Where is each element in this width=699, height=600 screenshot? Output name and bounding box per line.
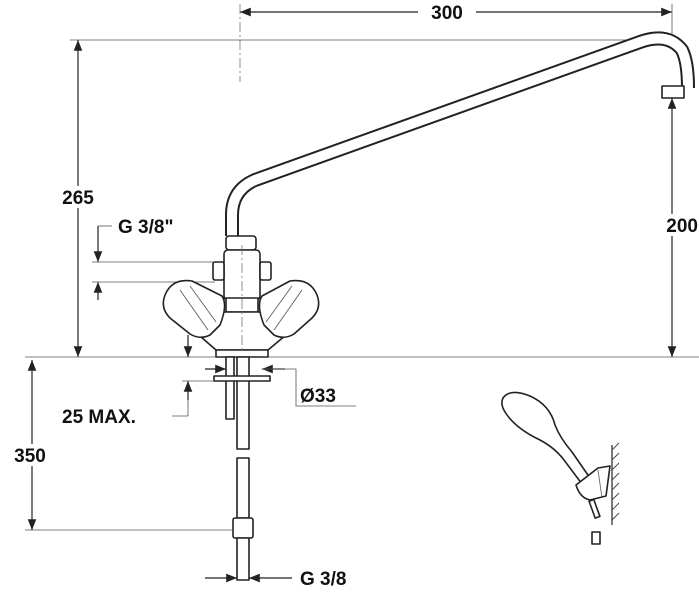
left-handle-icon	[162, 279, 226, 339]
spout-nut	[225, 235, 257, 251]
aerator-nozzle	[661, 85, 685, 99]
dimension-label-350: 350	[14, 446, 46, 467]
washer	[213, 375, 271, 382]
dimension-25-max: 25 MAX.	[62, 335, 214, 428]
dimension-265: 265	[52, 39, 660, 357]
dimension-200: 200	[650, 98, 699, 357]
hand-shower-icon	[501, 391, 620, 545]
faucet-body	[162, 235, 320, 358]
dimension-diameter-33: Ø33	[205, 364, 356, 407]
dimension-label-25max: 25 MAX.	[62, 407, 136, 428]
shank	[213, 356, 271, 581]
right-handle-icon	[258, 279, 320, 339]
spout	[225, 31, 695, 236]
dimension-label-265: 265	[62, 188, 94, 209]
supply-pipe	[225, 356, 235, 420]
dimension-label-g38-top: G 3/8"	[118, 217, 173, 238]
dimension-inlet-bottom: G 3/8	[205, 569, 346, 590]
dimension-300: 300	[239, 2, 673, 82]
dimension-label-300: 300	[431, 3, 463, 24]
dimension-label-g38-bottom: G 3/8	[300, 569, 346, 590]
dimension-label-o33: Ø33	[300, 386, 336, 407]
dimension-label-200: 200	[666, 216, 698, 237]
inlet-nut	[232, 517, 254, 539]
dimension-350: 350	[6, 360, 232, 531]
